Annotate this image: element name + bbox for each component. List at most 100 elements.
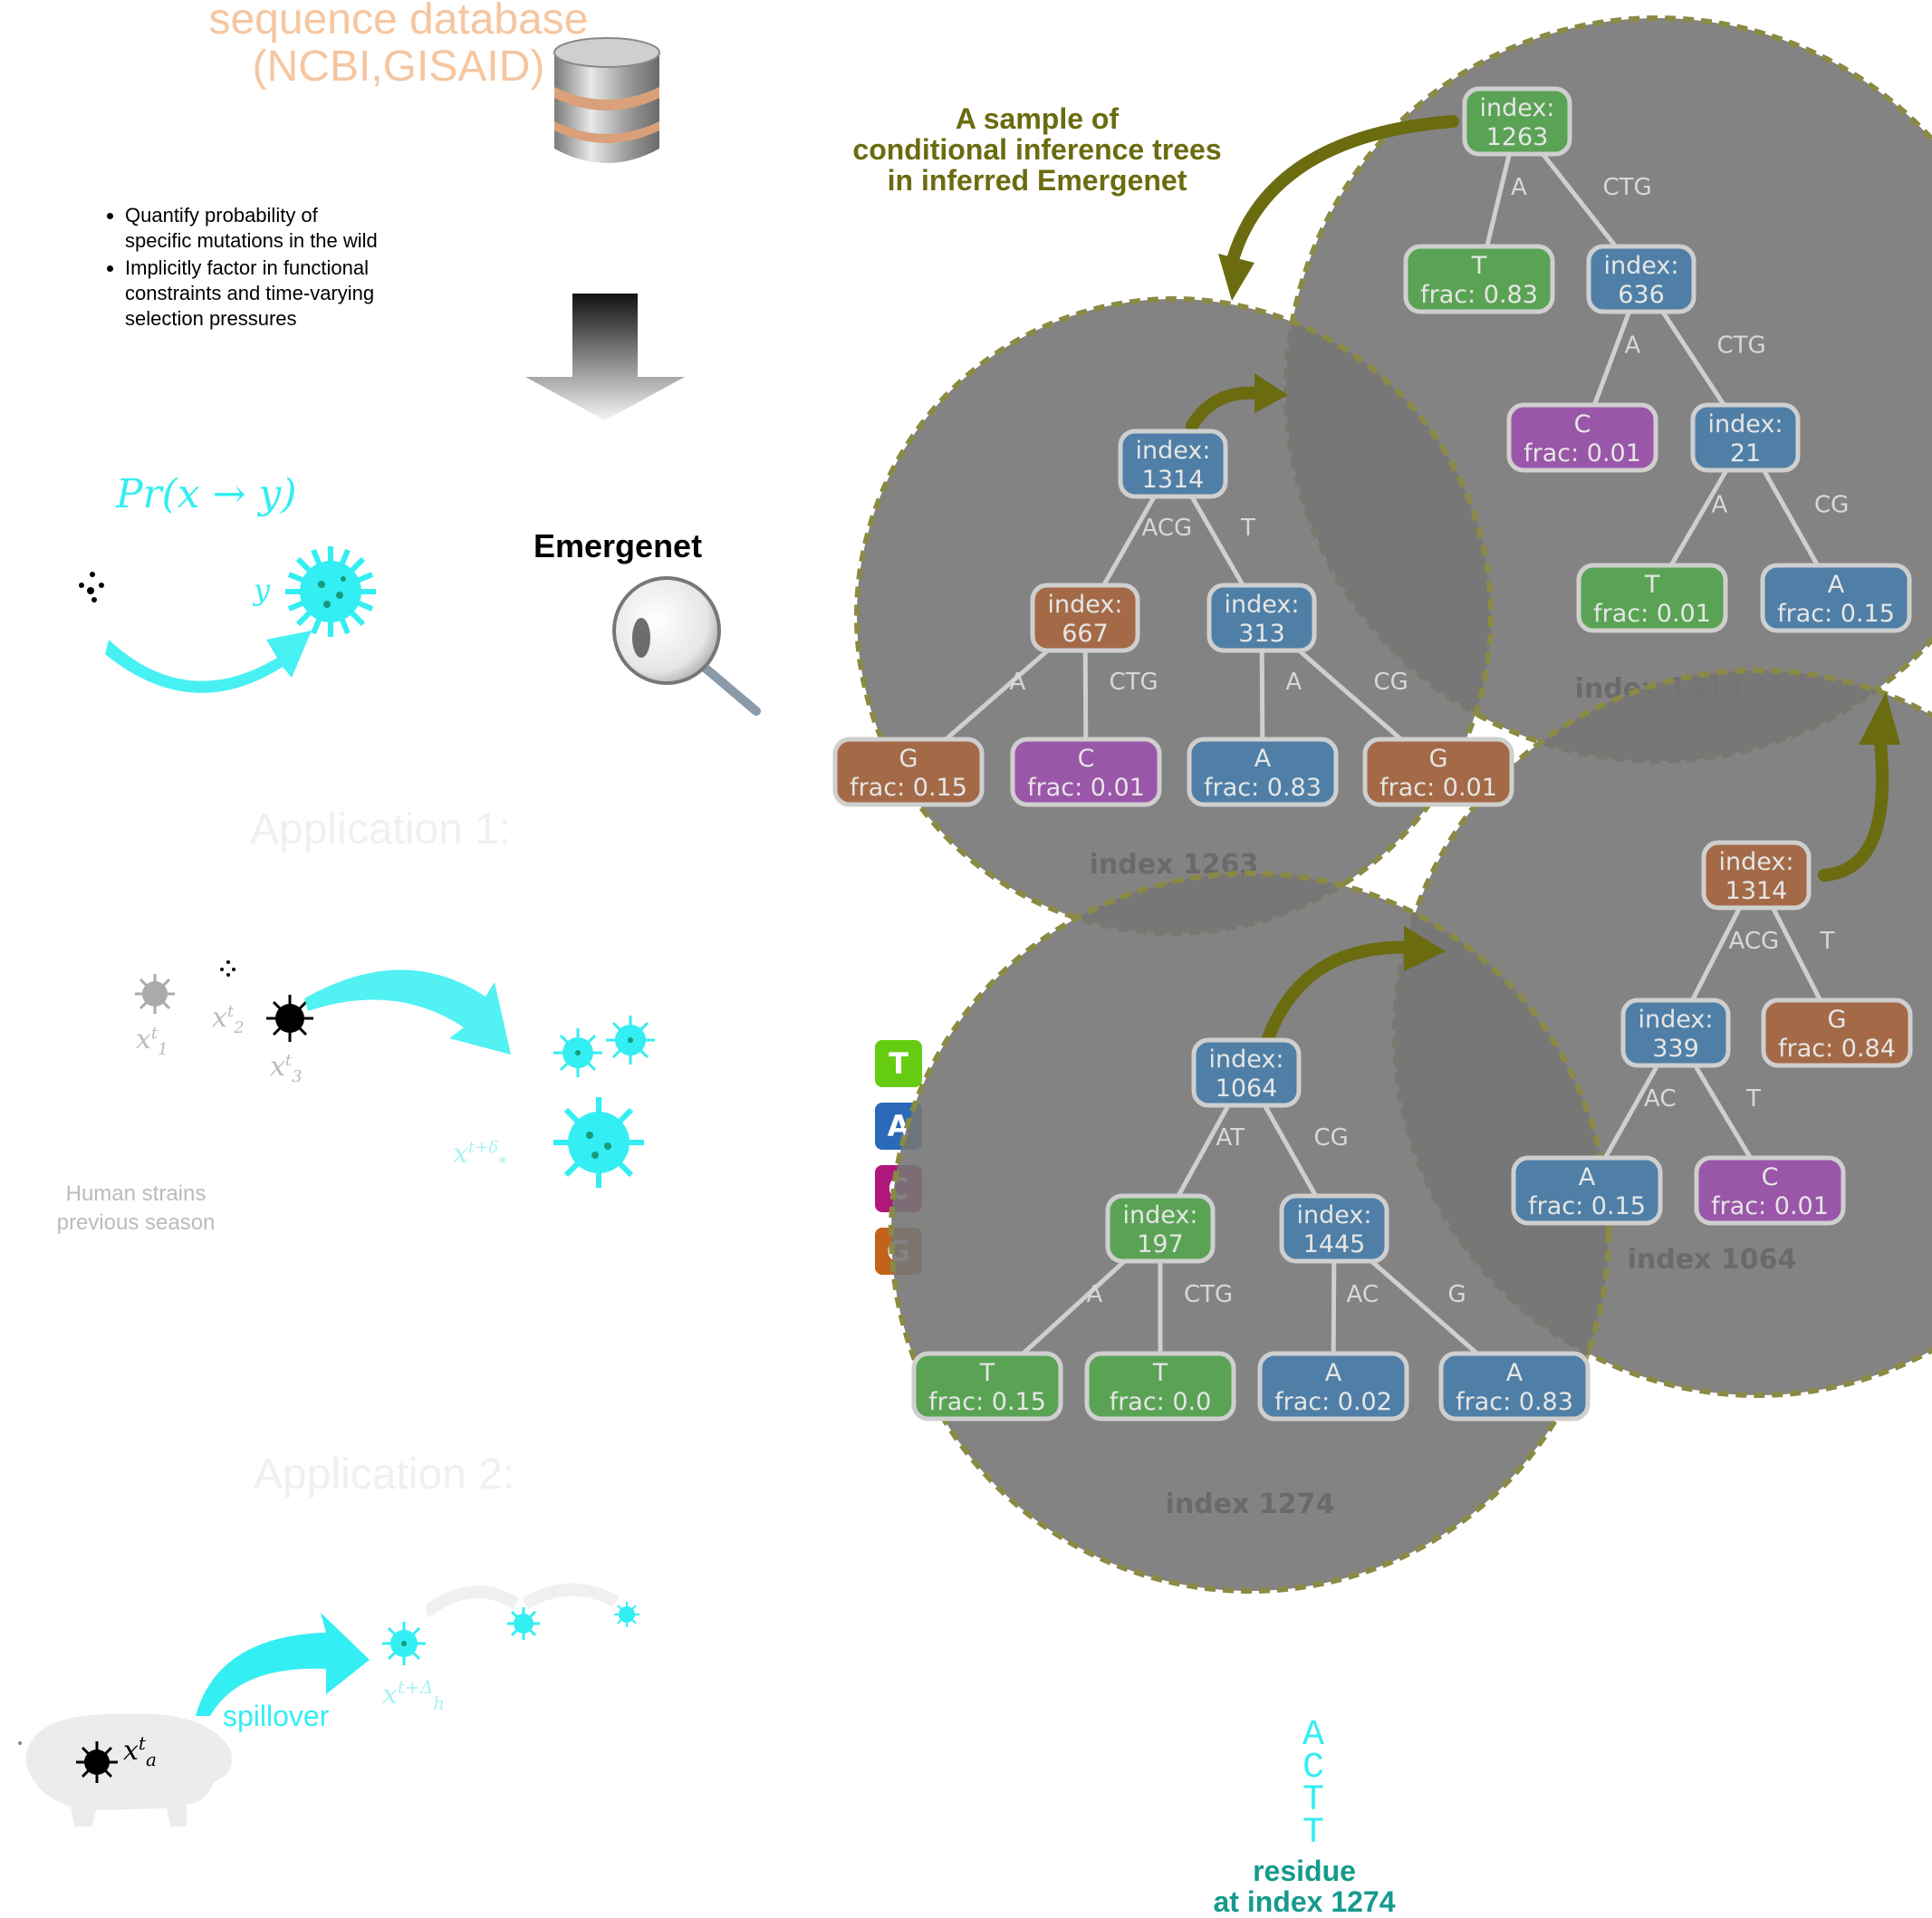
tree-top-edge-label-3: CTG (1717, 333, 1766, 360)
tree-bottom-edge-label-2: A (1087, 1281, 1103, 1308)
label-x1-base: x (136, 1024, 151, 1055)
formula-y-label: y (254, 573, 271, 607)
label-xh-sub: h (433, 1692, 446, 1714)
svg-text:1445: 1445 (1303, 1230, 1366, 1258)
curved-arrow-1-icon (105, 631, 312, 693)
human-strains-line1: Human strains (65, 1181, 207, 1206)
tree-bottom-edge-label-0: AT (1216, 1124, 1245, 1152)
svg-text:frac: 0.15: frac: 0.15 (928, 1388, 1046, 1416)
tree-left-edge-label-1: T (1240, 515, 1255, 542)
svg-text:C: C (1078, 745, 1095, 773)
svg-text:frac: 0.83: frac: 0.83 (1456, 1388, 1573, 1416)
curved-arrow-2-icon (304, 969, 511, 1055)
virus-h2-icon (507, 1607, 540, 1640)
tree-right-edge-label-2: AC (1644, 1085, 1676, 1113)
label-x2-sub: 2 (234, 1018, 245, 1037)
human-strains-line2: previous season (56, 1210, 216, 1235)
tree-top-edge-label-4: A (1712, 492, 1728, 519)
tree-left-circle (854, 296, 1494, 936)
svg-text:index:: index: (1048, 591, 1123, 619)
tree-bottom-node-n1064: index:1064 (1191, 1037, 1302, 1108)
svg-text:frac: 0.0: frac: 0.0 (1110, 1388, 1212, 1416)
svg-text:1314: 1314 (1142, 466, 1205, 494)
tree-bottom-circle (889, 871, 1611, 1594)
svg-text:frac: 0.01: frac: 0.01 (1593, 600, 1711, 628)
label-xa: xta (123, 1732, 157, 1770)
residue-title-line1: residue (1253, 1855, 1356, 1887)
sample-title: A sample of conditional inference trees … (824, 103, 1250, 196)
application-1-label: Application 1: (250, 805, 512, 853)
tree-bottom-edge-label-4: AC (1347, 1281, 1379, 1308)
tree-left-edge-label-4: A (1286, 669, 1302, 696)
residue-letters: A C T T (1286, 1718, 1341, 1852)
label-xh-sup: t+Δ (397, 1676, 434, 1698)
svg-text:C: C (1762, 1163, 1779, 1191)
label-xa-base: x (123, 1735, 139, 1767)
database-title-line1: sequence database (208, 0, 589, 43)
tree-right-edge-label-0: ACG (1729, 928, 1780, 955)
dots-x2-icon (220, 960, 235, 977)
tree-left-edge-label-3: CTG (1110, 669, 1158, 696)
database-icon (553, 37, 660, 163)
svg-text:197: 197 (1137, 1230, 1184, 1258)
svg-text:index:: index: (1639, 1006, 1714, 1034)
svg-text:index:: index: (1480, 94, 1555, 122)
label-x3-sup: t (284, 1051, 293, 1070)
svg-text:index:: index: (1209, 1046, 1284, 1074)
svg-text:1314: 1314 (1725, 877, 1788, 905)
faint-arrows-icon (426, 1583, 620, 1618)
label-x3-sub: 3 (292, 1067, 303, 1086)
tree-left-node-n667: index:667 (1030, 583, 1140, 653)
tree-right-node-n339: index:339 (1620, 998, 1731, 1068)
svg-text:C: C (1574, 410, 1591, 439)
tree-right-edge-label-1: T (1820, 928, 1835, 955)
arrow-bottom-to-right-head (1404, 926, 1446, 971)
virus-h3-icon (614, 1602, 639, 1627)
virus-small-2-icon (606, 1016, 655, 1065)
svg-text:index:: index: (1719, 848, 1794, 876)
label-x2: xt2 (212, 1002, 245, 1037)
svg-text:index:: index: (1123, 1201, 1198, 1229)
svg-text:T: T (1644, 571, 1660, 599)
svg-text:A: A (1325, 1359, 1342, 1387)
legend-t: T (875, 1040, 922, 1087)
svg-text:frac: 0.01: frac: 0.01 (1379, 774, 1497, 802)
virus-large-icon (553, 1097, 644, 1188)
virus-x3-icon (266, 995, 313, 1042)
tree-left-node-n313: index:313 (1206, 583, 1317, 653)
svg-text:G: G (1429, 745, 1448, 773)
arrow-top-to-left-head (1218, 254, 1254, 301)
svg-text:index:: index: (1604, 252, 1679, 280)
bullet-list: Quantify probability of specific mutatio… (98, 203, 388, 333)
tree-top-edge-label-5: CG (1814, 492, 1849, 519)
label-xa-sup: t (138, 1732, 146, 1754)
label-x2-base: x (212, 1002, 227, 1034)
bullet-item-2: Implicitly factor in functional constrai… (125, 255, 388, 332)
residue-title-line2: at index 1274 (1213, 1885, 1396, 1918)
arrow-left-to-top-head (1254, 373, 1288, 413)
arrow-top-to-left (1226, 115, 1459, 269)
label-x3: xt3 (270, 1051, 303, 1086)
svg-text:A: A (1254, 745, 1272, 773)
svg-text:frac: 0.83: frac: 0.83 (1420, 281, 1538, 309)
arrow-left-to-top (1186, 386, 1265, 432)
svg-text:frac: 0.15: frac: 0.15 (1777, 600, 1895, 628)
pig-icon (18, 1713, 232, 1826)
svg-text:A: A (1828, 571, 1845, 599)
dots-icon (79, 572, 104, 602)
label-xh: xt+Δh (382, 1676, 445, 1714)
svg-text:A: A (1579, 1163, 1596, 1191)
human-strains-note: Human strains previous season (36, 1180, 235, 1238)
label-x1-sup: t (150, 1024, 159, 1043)
emergenet-label: Emergenet (533, 527, 703, 564)
svg-text:T: T (1471, 252, 1487, 280)
svg-text:index:: index: (1708, 410, 1783, 439)
